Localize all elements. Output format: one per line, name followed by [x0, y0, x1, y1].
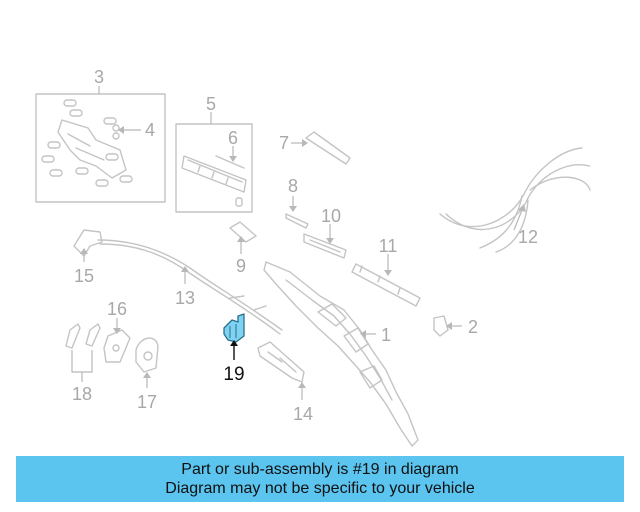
callout-16: 16 — [107, 299, 127, 319]
part-15[interactable] — [73, 229, 103, 257]
callout-9: 9 — [236, 256, 246, 276]
callout-4: 4 — [145, 120, 155, 140]
callout-19: 19 — [223, 364, 244, 385]
callout-3: 3 — [94, 67, 104, 87]
part-14[interactable] — [257, 341, 305, 383]
part-13-rod[interactable] — [97, 239, 283, 335]
callout-11: 11 — [379, 236, 398, 256]
callout-8: 8 — [288, 176, 298, 196]
part-12-harness[interactable] — [439, 147, 591, 253]
callout-14: 14 — [293, 404, 313, 424]
callout-15: 15 — [74, 266, 94, 286]
info-banner: Part or sub-assembly is #19 in diagram D… — [16, 456, 624, 502]
part-8[interactable] — [285, 213, 309, 229]
part-2[interactable] — [433, 315, 449, 337]
callout-18: 18 — [72, 384, 92, 404]
part-3-assembly[interactable] — [35, 93, 166, 203]
banner-line-1: Part or sub-assembly is #19 in diagram — [181, 461, 459, 478]
part-10[interactable] — [303, 233, 347, 259]
callout-2: 2 — [468, 317, 478, 337]
callouts: 3 5 6 4 7 8 10 11 12 9 15 13 1 2 16 17 1… — [72, 67, 538, 424]
callout-5: 5 — [206, 94, 216, 114]
banner-line-2: Diagram may not be specific to your vehi… — [165, 480, 475, 497]
part-7[interactable] — [305, 131, 351, 165]
part-5-assembly[interactable] — [175, 123, 253, 213]
callout-7: 7 — [279, 133, 289, 153]
callout-13: 13 — [175, 288, 195, 308]
callout-10: 10 — [321, 206, 341, 226]
callout-17: 17 — [137, 392, 157, 412]
part-11[interactable] — [351, 263, 421, 307]
callout-12: 12 — [518, 227, 538, 247]
part-1-frame[interactable] — [263, 261, 419, 447]
callout-6: 6 — [228, 128, 238, 148]
callout-1: 1 — [381, 325, 391, 345]
part-19-highlighted[interactable] — [223, 313, 245, 343]
leader-lines — [71, 86, 526, 400]
part-16[interactable] — [103, 329, 131, 363]
part-18[interactable] — [65, 323, 101, 349]
part-17[interactable] — [135, 337, 159, 373]
